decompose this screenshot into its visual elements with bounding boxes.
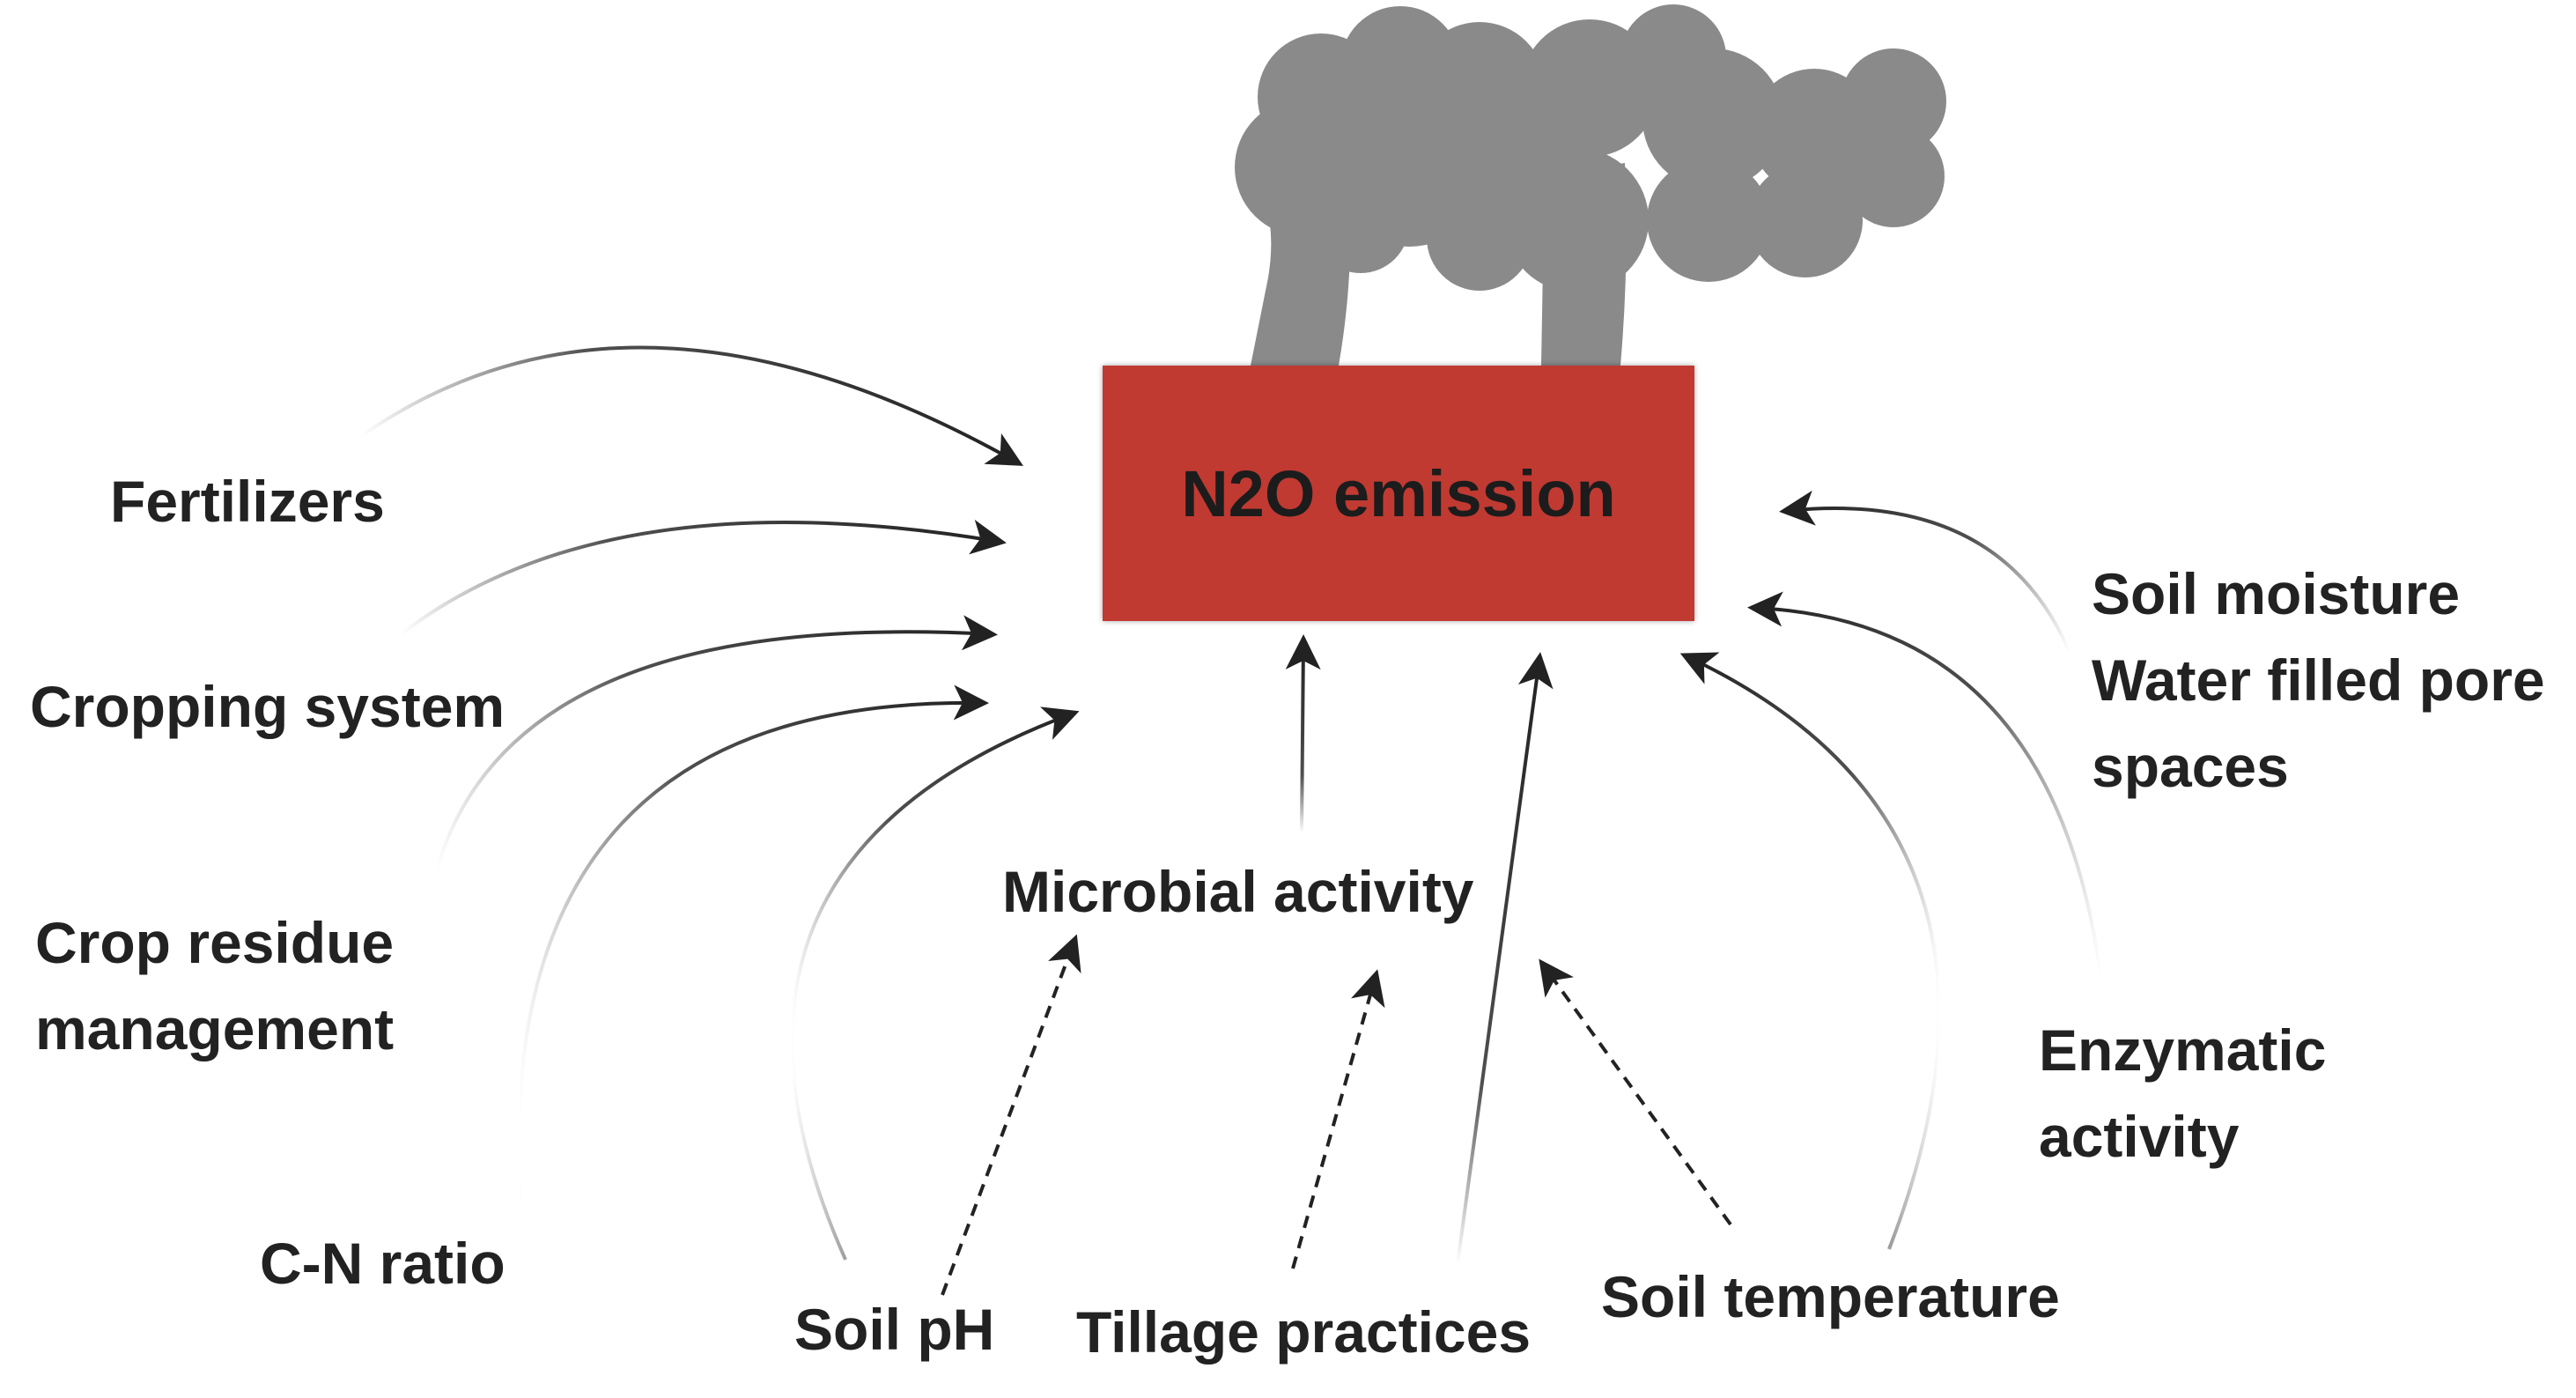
n2o-emission-label: N2O emission [1181, 456, 1616, 530]
arrow-soil-temperature [1679, 652, 1941, 1250]
label-cropping-system: Cropping system [30, 674, 506, 739]
label-fertilizers: Fertilizers [110, 469, 385, 534]
label-tillage-practices: Tillage practices [1076, 1299, 1532, 1365]
label-soil-ph: Soil pH [794, 1297, 995, 1362]
arrow-fertilizers [359, 345, 1023, 466]
label-enzymatic-activity: Enzymatic activity [2039, 1017, 2327, 1169]
dashed-arrow-soil-temperature [1539, 958, 1732, 1226]
label-crop-residue-management: Crop residue management [35, 910, 395, 1061]
arrow-enzymatic-activity [1747, 591, 2102, 974]
dashed-arrow-tillage [1291, 969, 1385, 1269]
arrow-cn-ratio [516, 684, 989, 1199]
arrow-cropping-system [399, 519, 1007, 636]
label-soil-moisture: Soil moisture Water filled pore spaces [2092, 561, 2545, 799]
arrow-crop-residue [434, 615, 998, 873]
arrow-tillage [1456, 652, 1554, 1265]
label-soil-temperature: Soil temperature [1601, 1264, 2060, 1329]
arrow-soil-ph [790, 706, 1080, 1261]
label-microbial-activity: Microbial activity [1002, 859, 1474, 924]
label-cn-ratio: C-N ratio [260, 1231, 506, 1296]
arrow-soil-moisture [1779, 490, 2071, 653]
arrow-microbial-activity [1285, 634, 1321, 833]
n2o-emission-box: N2O emission [1103, 366, 1694, 621]
dashed-arrow-soil-ph [941, 934, 1081, 1296]
smoke-plume [1235, 4, 1946, 366]
